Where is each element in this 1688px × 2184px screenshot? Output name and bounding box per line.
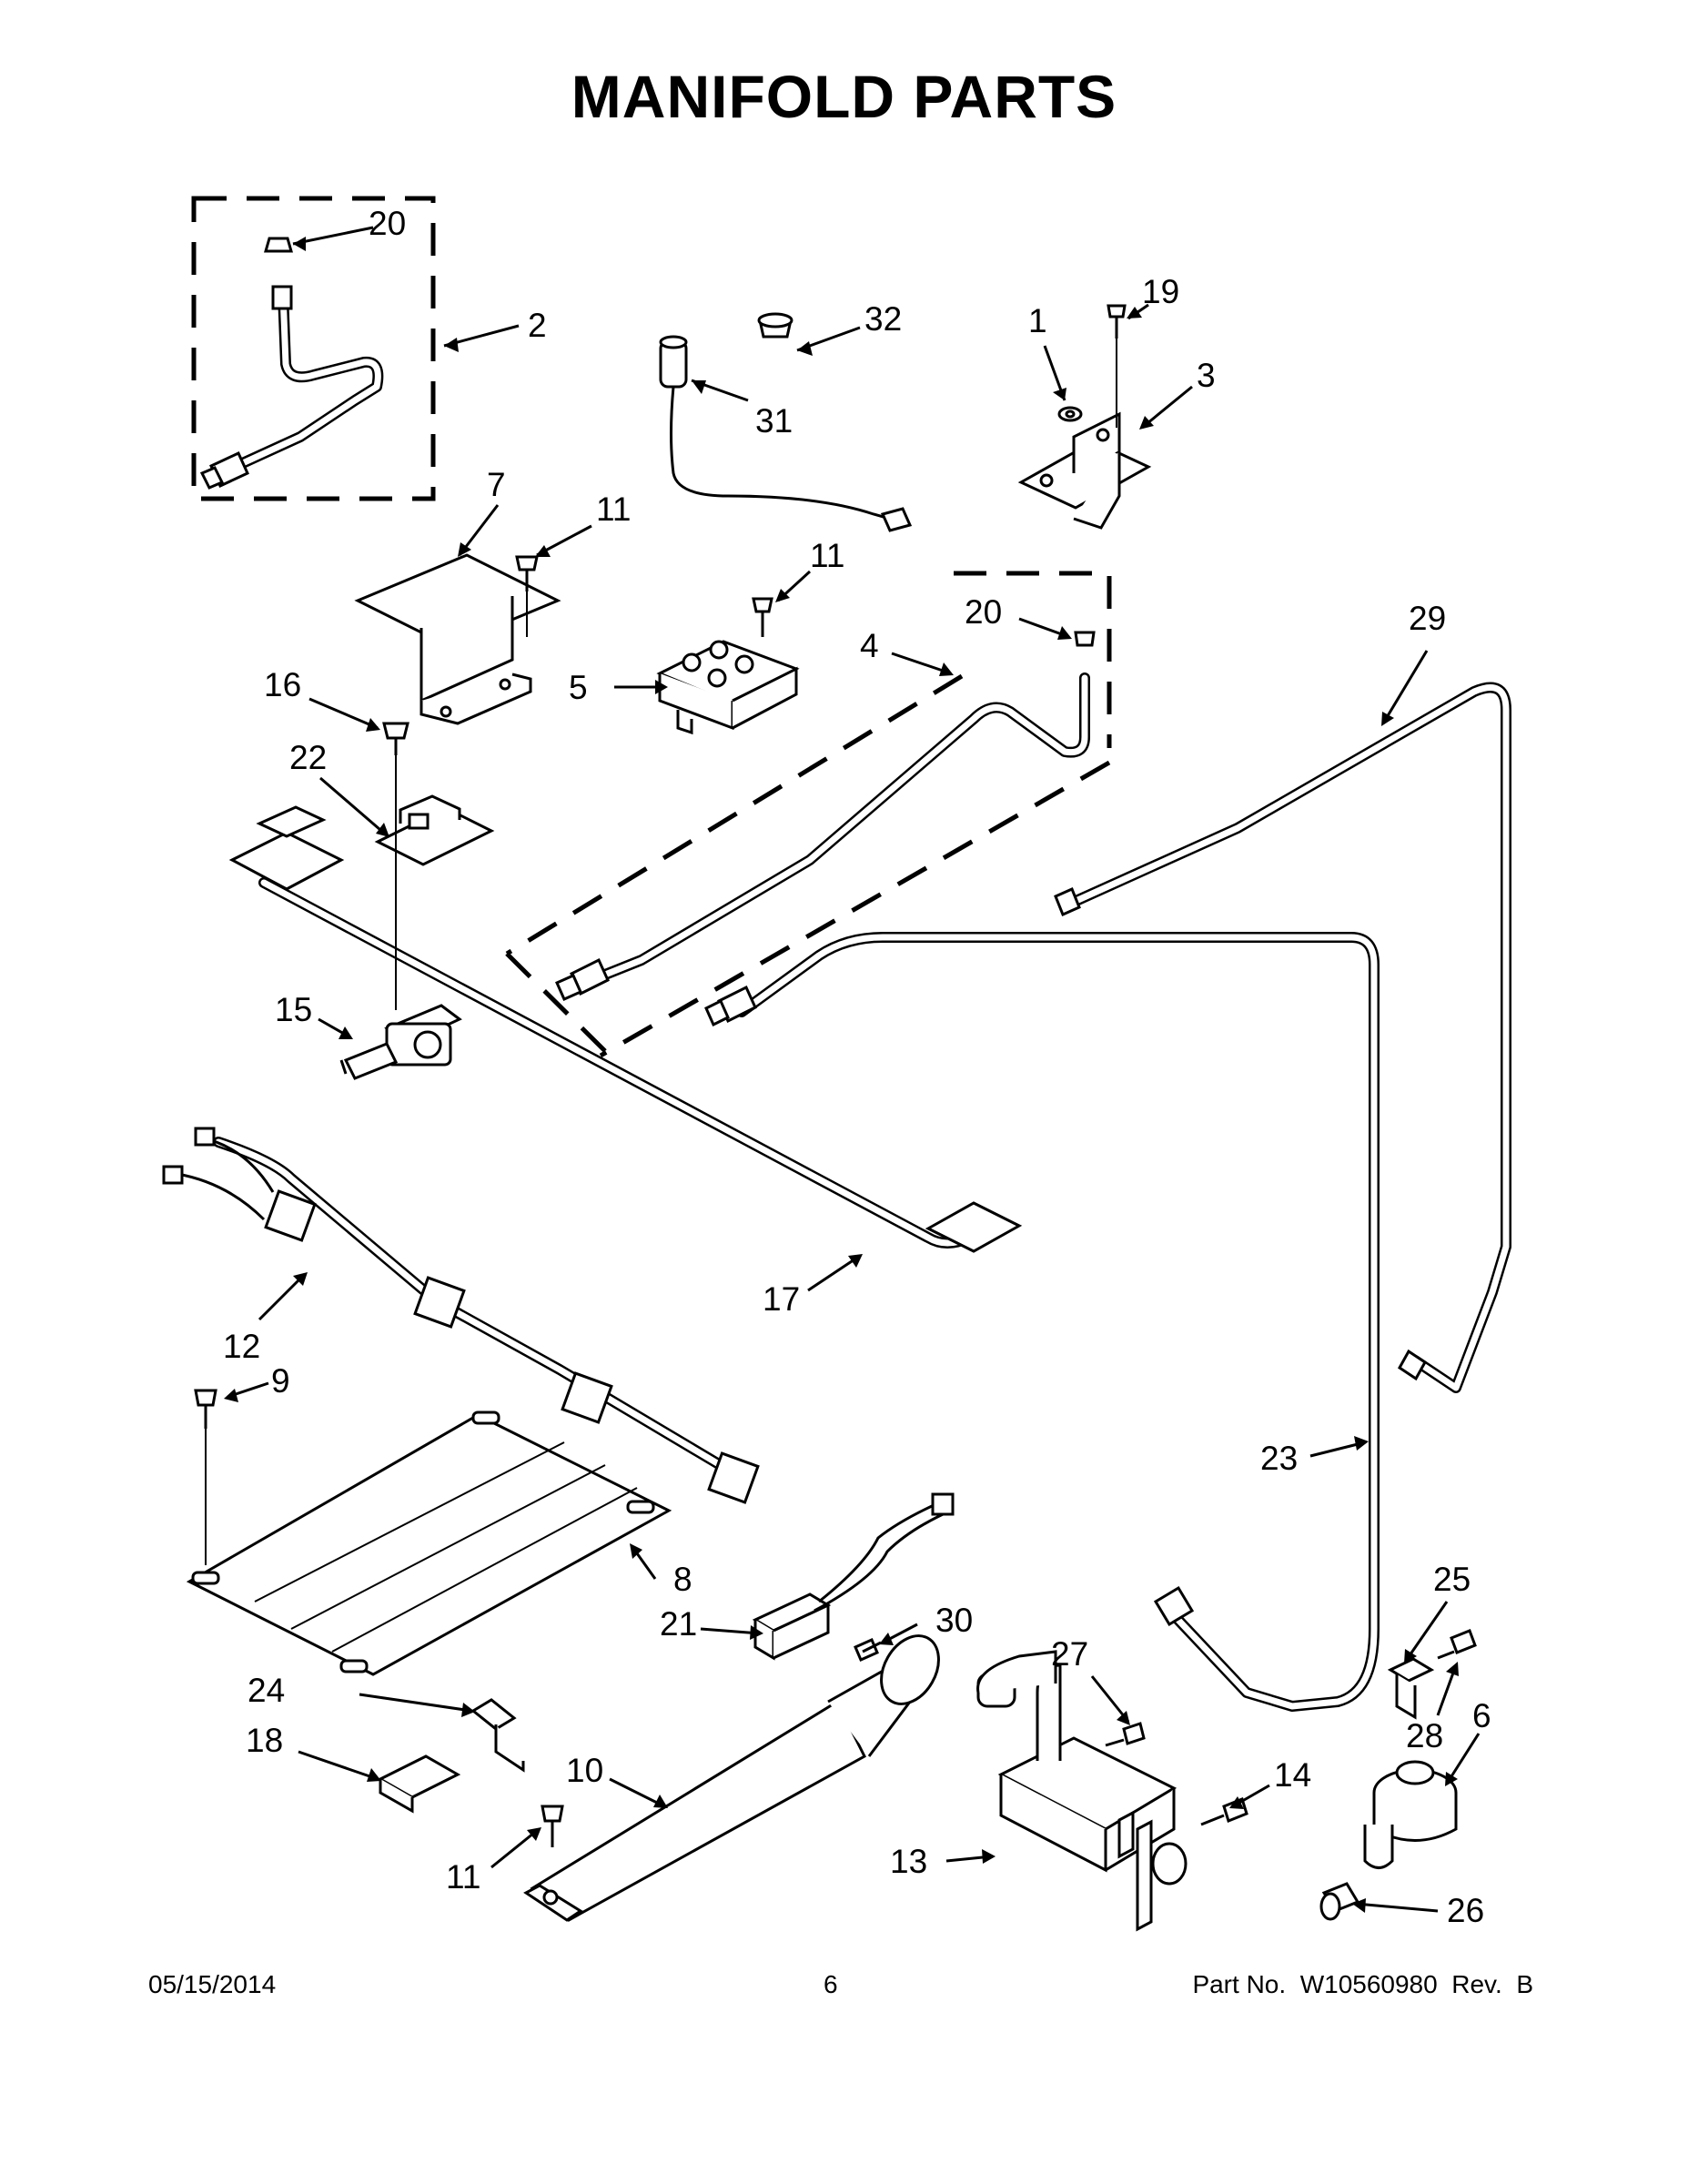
part-21-terminal [752,1492,955,1661]
part-32-grommet [757,312,793,339]
part-7-cover [354,553,561,725]
part-10-burner [523,1634,940,1922]
callout-25: 25 [1433,1561,1471,1598]
part-1-nut [1057,406,1083,422]
callout-7: 7 [487,466,506,503]
part-25-bracket [1387,1657,1435,1720]
part-24-clip [470,1698,525,1773]
orifice-20-dashed [1074,631,1096,647]
part-26-fitting [1319,1882,1360,1921]
part-8-shield [186,1410,672,1676]
part-17-rod [228,805,1023,1253]
callout-15: 15 [275,991,312,1028]
callout-1: 1 [1028,302,1047,339]
part-11-screw-b [752,597,773,637]
callout-4: 4 [860,627,879,664]
part-30-screw [854,1638,882,1662]
callout-11c: 11 [446,1858,480,1896]
callout-3: 3 [1197,357,1216,394]
callout-23: 23 [1260,1440,1298,1477]
part-4-group [505,571,1112,1058]
part-18-clip [377,1754,461,1814]
part-6-regulator [1363,1760,1458,1869]
callout-21: 21 [660,1605,697,1643]
callout-5: 5 [569,669,588,706]
callout-26: 26 [1447,1892,1484,1929]
callout-11a: 11 [596,490,631,528]
part-27-screw [1105,1722,1146,1747]
callout-30: 30 [935,1602,973,1639]
callout-17: 17 [763,1280,800,1318]
callout-14: 14 [1274,1756,1311,1794]
part-2-tube [199,285,384,490]
callout-11b: 11 [810,537,844,574]
part-13-manifold-valve [976,1650,1188,1932]
part-2-group [191,196,436,501]
callout-2: 2 [528,307,547,344]
part-11-screw-c [541,1805,564,1847]
callout-27: 27 [1051,1635,1088,1673]
part-9-screw [194,1389,217,1565]
callout-16: 16 [264,666,301,703]
part-11-screw-a [515,555,539,637]
part-19-screw [1107,304,1127,428]
part-5-terminal-block [656,640,800,735]
callout-18: 18 [246,1722,283,1759]
part-22-bracket [374,794,495,866]
part-23-tube [704,932,1380,1712]
callout-32: 32 [864,300,902,338]
callout-13: 13 [890,1843,927,1880]
part-12-igniter-harness [162,1127,760,1504]
part-4-tube [555,672,1090,1001]
callout-8: 8 [673,1561,692,1598]
footer-page-number: 6 [824,1970,838,1998]
callout-22: 22 [289,739,327,776]
callout-12: 12 [223,1328,260,1365]
part-3-bracket [1017,411,1152,530]
callout-labels: 20 2 32 31 1 19 3 7 11 11 4 20 29 16 5 2… [223,205,1491,1929]
callout-28: 28 [1406,1717,1443,1754]
orifice-20-top [264,237,293,253]
part-31-sensor [659,335,913,532]
footer-part-number: Part No. W10560980 Rev. B [1192,1970,1533,1998]
callout-20a: 20 [369,205,406,242]
callout-19: 19 [1142,273,1179,310]
callout-24: 24 [248,1672,285,1709]
leader-arrows [224,226,1481,1913]
callout-6: 6 [1472,1697,1491,1734]
part-15-valve [339,1004,462,1080]
callout-31: 31 [755,402,793,440]
callout-29: 29 [1409,600,1446,637]
part-16-screw [382,722,409,1010]
page-title: MANIFOLD PARTS [571,63,1117,130]
footer-date: 05/15/2014 [148,1970,277,1998]
part-29-tube [1054,682,1511,1393]
callout-9: 9 [271,1362,290,1400]
callout-10: 10 [566,1752,603,1789]
part-2-dashed-box [191,196,436,501]
callout-20b: 20 [965,593,1002,631]
part-28-screw [1437,1629,1477,1660]
